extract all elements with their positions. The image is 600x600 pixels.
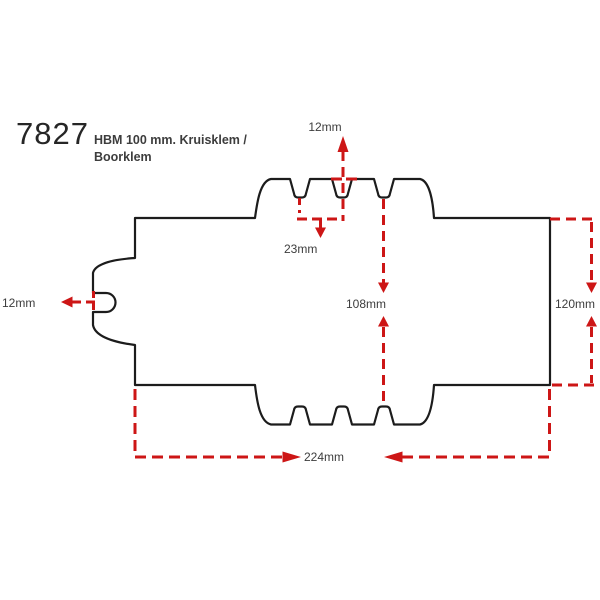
dimension-label-notch-spacing: 23mm — [284, 242, 318, 256]
dimension-inner-height — [378, 199, 389, 406]
arrowhead-left-icon — [384, 451, 403, 463]
dimension-top-notch-width — [331, 136, 357, 221]
arrowhead-up-icon — [378, 316, 389, 327]
part-description-line2: Boorklem — [94, 150, 152, 164]
dimension-right-height — [550, 217, 598, 387]
arrowhead-left-icon — [61, 296, 73, 308]
dimension-label-top-notch-width: 12mm — [308, 120, 342, 134]
arrowhead-up-icon — [337, 136, 349, 152]
part-description-line1: HBM 100 mm. Kruisklem / — [94, 133, 247, 147]
arrowhead-down-icon — [315, 227, 326, 238]
dimension-label-total-length: 224mm — [304, 450, 345, 464]
clamp-profile — [91, 177, 552, 426]
arrowhead-right-icon — [282, 451, 301, 463]
dimension-total-length — [133, 389, 551, 463]
dimension-label-left-slot: 12mm — [2, 296, 36, 310]
arrowhead-down-icon — [586, 282, 597, 293]
dimension-left-slot — [61, 291, 100, 313]
part-number: 7827 — [16, 116, 89, 151]
part-outline — [91, 177, 552, 426]
arrowhead-up-icon — [586, 316, 597, 327]
dimension-label-inner-height: 108mm — [346, 297, 387, 311]
dimension-notch-spacing — [297, 198, 344, 238]
arrowhead-down-icon — [378, 282, 389, 293]
dimension-label-right-height: 120mm — [555, 297, 596, 311]
part-description: HBM 100 mm. Kruisklem / Boorklem — [94, 132, 247, 166]
